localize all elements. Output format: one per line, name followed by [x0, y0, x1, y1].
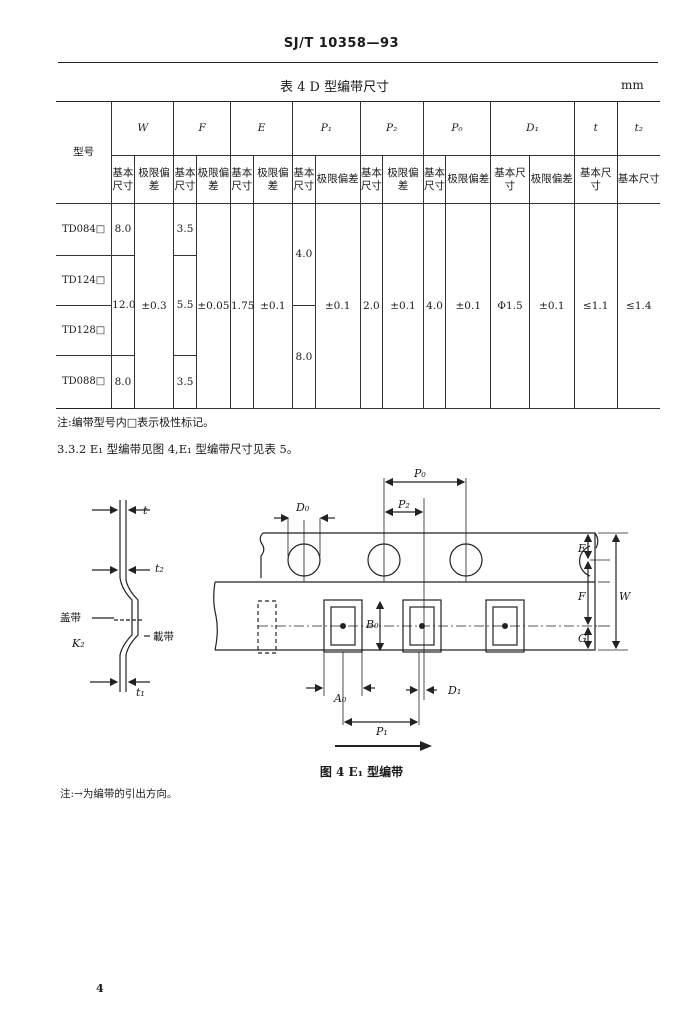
p2-tolerance: ±0.1 — [382, 203, 424, 409]
param-E: E — [230, 101, 294, 156]
pocket-1-hole — [340, 623, 346, 629]
tape-outline — [263, 532, 596, 651]
p0-tolerance: ±0.1 — [445, 203, 492, 409]
sub-basic: 基本尺寸 — [616, 155, 660, 204]
sub-tolerance: 极限偏差 — [133, 155, 175, 204]
w-basic-td084: 8.0 — [111, 203, 135, 256]
param-P0: P₀ — [422, 101, 492, 156]
sub-tolerance: 极限偏差 — [445, 155, 492, 204]
page-number: 4 — [96, 982, 104, 995]
sub-tolerance: 极限偏差 — [195, 155, 232, 204]
model-td124: TD124□ — [56, 255, 113, 306]
label-D0: D₀ — [295, 501, 310, 514]
figure-caption: 图 4 E₁ 型编带 — [319, 765, 404, 779]
f-basic-td088: 3.5 — [173, 355, 197, 409]
label-P0: P₀ — [413, 467, 426, 480]
d1-basic: Φ1.5 — [490, 203, 530, 409]
p2-basic: 2.0 — [359, 203, 384, 409]
pocket-hidden — [257, 600, 277, 654]
header-rule — [58, 62, 658, 63]
label-P1: P₁ — [375, 725, 388, 738]
t-basic: ≤1.1 — [573, 203, 618, 409]
direction-arrow — [335, 741, 432, 751]
label-W: W — [619, 590, 632, 603]
p0-basic: 4.0 — [422, 203, 447, 409]
label-P2: P₂ — [397, 498, 410, 511]
label-B0: B₀ — [365, 618, 379, 631]
model-header: 型号 — [56, 101, 113, 204]
label-F: F — [577, 590, 586, 603]
param-P2: P₂ — [359, 101, 424, 156]
sub-basic: 基本尺寸 — [230, 155, 254, 204]
sub-basic: 基本尺寸 — [292, 155, 316, 204]
standard-header: SJ/T 10358—93 — [283, 36, 400, 51]
t2-basic: ≤1.4 — [616, 203, 660, 409]
table-title: 表 4 D 型编带尺寸 — [280, 80, 390, 95]
sub-basic: 基本尺寸 — [422, 155, 447, 204]
p1-basic-top: 4.0 — [292, 203, 316, 306]
tape-extension — [215, 581, 263, 651]
label-K2: K₂ — [71, 637, 85, 650]
d1-tolerance: ±0.1 — [528, 203, 575, 409]
param-t: t — [573, 101, 618, 156]
sub-tolerance: 极限偏差 — [528, 155, 575, 204]
f-basic-td084: 3.5 — [173, 203, 197, 256]
table-note: 注:编带型号内□表示极性标记。 — [57, 416, 215, 429]
pocket-3-hole — [502, 623, 508, 629]
table-unit: mm — [621, 78, 644, 92]
sub-basic: 基本尺寸 — [359, 155, 384, 204]
w-basic-mid: 12.0 — [111, 255, 136, 356]
sub-tolerance: 极限偏差 — [382, 155, 424, 204]
figure-4-tape-drawing: t t₂ t₁ K₂ D₀ P₀ P₂ B₀ A₀ D₁ P₁ E F W G … — [60, 467, 632, 751]
label-carrier-tape: 載带 — [153, 631, 174, 643]
sub-basic: 基本尺寸 — [173, 155, 197, 204]
p1-basic-bottom: 8.0 — [292, 305, 316, 409]
param-D1: D₁ — [490, 101, 575, 156]
param-t2: t₂ — [616, 101, 660, 156]
label-t2: t₂ — [155, 562, 164, 575]
label-G: G — [578, 632, 587, 645]
spec-table-4: 型号 W F E P₁ P₂ P₀ D₁ t t₂ 基本尺寸 极限偏差 基本尺寸… — [56, 101, 660, 409]
side-pocket-outer — [119, 570, 133, 692]
param-P1: P₁ — [292, 101, 361, 156]
model-td084: TD084□ — [56, 203, 113, 256]
f-tolerance: ±0.05 — [195, 203, 232, 409]
e-tolerance: ±0.1 — [252, 203, 294, 409]
pocket-2-hole — [419, 623, 425, 629]
label-t: t — [143, 504, 148, 517]
param-W: W — [111, 101, 175, 156]
sub-tolerance: 极限偏差 — [252, 155, 294, 204]
p1-tolerance: ±0.1 — [314, 203, 361, 409]
param-F: F — [173, 101, 232, 156]
w-tolerance: ±0.3 — [133, 203, 175, 409]
sub-basic: 基本尺寸 — [111, 155, 135, 204]
model-td088: TD088□ — [56, 355, 113, 409]
e-basic: 1.75 — [230, 203, 254, 409]
sub-basic: 基本尺寸 — [490, 155, 530, 204]
side-pocket-inner — [125, 572, 139, 692]
w-basic-td088: 8.0 — [111, 355, 135, 409]
tape-left-break — [259, 532, 265, 578]
figure-note: 注:→为编带的引出方向。 — [60, 788, 178, 800]
label-E: E — [577, 542, 586, 555]
sub-basic: 基本尺寸 — [573, 155, 618, 204]
label-t1: t₁ — [136, 686, 145, 699]
label-cover-tape: 盖带 — [60, 611, 81, 624]
label-A0: A₀ — [333, 692, 347, 705]
f-basic-mid: 5.5 — [173, 255, 197, 356]
sub-tolerance: 极限偏差 — [314, 155, 361, 204]
section-3-3-2: 3.3.2 E₁ 型编带见图 4,E₁ 型编带尺寸见表 5。 — [57, 442, 299, 456]
model-td128: TD128□ — [56, 305, 113, 356]
label-D1: D₁ — [447, 684, 461, 697]
